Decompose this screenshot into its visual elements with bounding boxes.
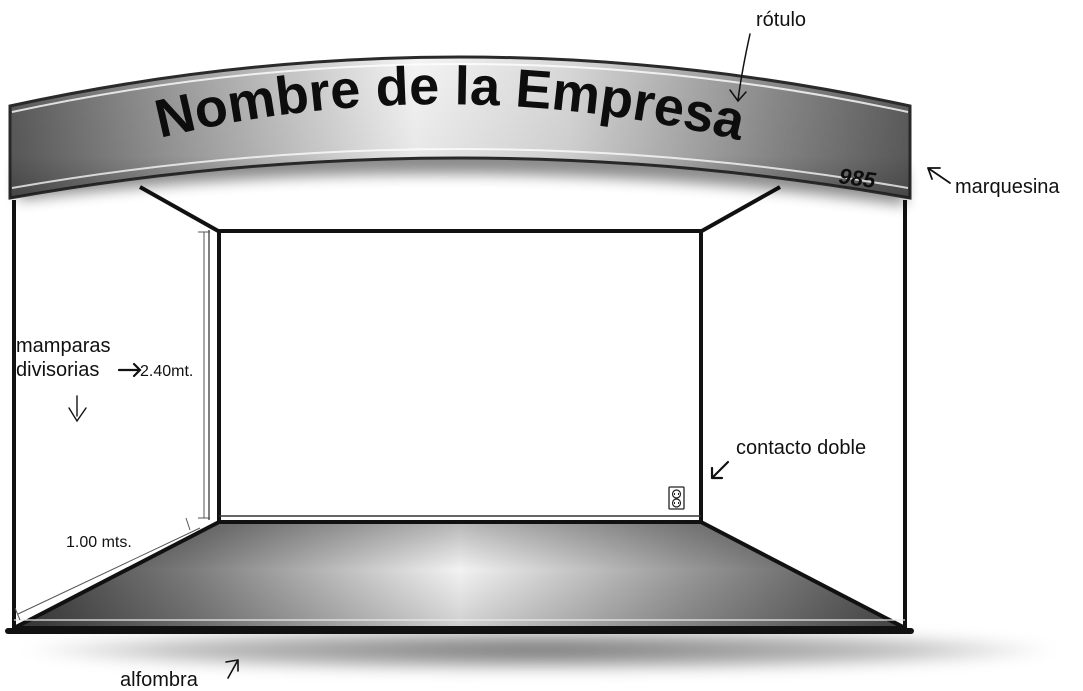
booth-number: 985 — [837, 163, 878, 193]
contacto-arrow-icon — [710, 460, 730, 480]
label-rotulo: rótulo — [756, 9, 806, 31]
marquesina-arrow-icon — [927, 167, 951, 184]
marquee-bottom-rim — [11, 148, 909, 189]
width-dimension-tick-left — [14, 607, 21, 621]
marquee-band-shade — [10, 57, 910, 198]
left-ceiling-beam — [139, 185, 221, 234]
rotulo-arrow-icon — [729, 33, 751, 103]
label-height: 2.40mt. — [140, 363, 193, 380]
marquee-top-highlight — [11, 63, 909, 113]
label-mamparas-line2: divisorias — [16, 359, 99, 381]
label-mamparas-line1: mamparas — [16, 335, 110, 357]
label-contacto-doble: contacto doble — [736, 437, 866, 459]
label-width: 1.00 mts. — [66, 534, 132, 551]
width-dimension-line — [17, 527, 201, 615]
back-wall — [217, 229, 703, 524]
mamparas-down-arrow-icon — [68, 395, 87, 423]
label-alfombra: alfombra — [120, 669, 199, 691]
right-ceiling-beam — [699, 185, 781, 234]
label-marquesina: marquesina — [955, 176, 1060, 198]
width-dimension-tick-right — [185, 517, 191, 531]
carpet-floor-shade — [14, 522, 905, 628]
alfombra-arrow-icon — [225, 659, 239, 679]
floor-shadow — [20, 628, 1060, 672]
mamparas-right-arrow-icon — [117, 362, 142, 378]
double-outlet-icon — [668, 486, 685, 510]
